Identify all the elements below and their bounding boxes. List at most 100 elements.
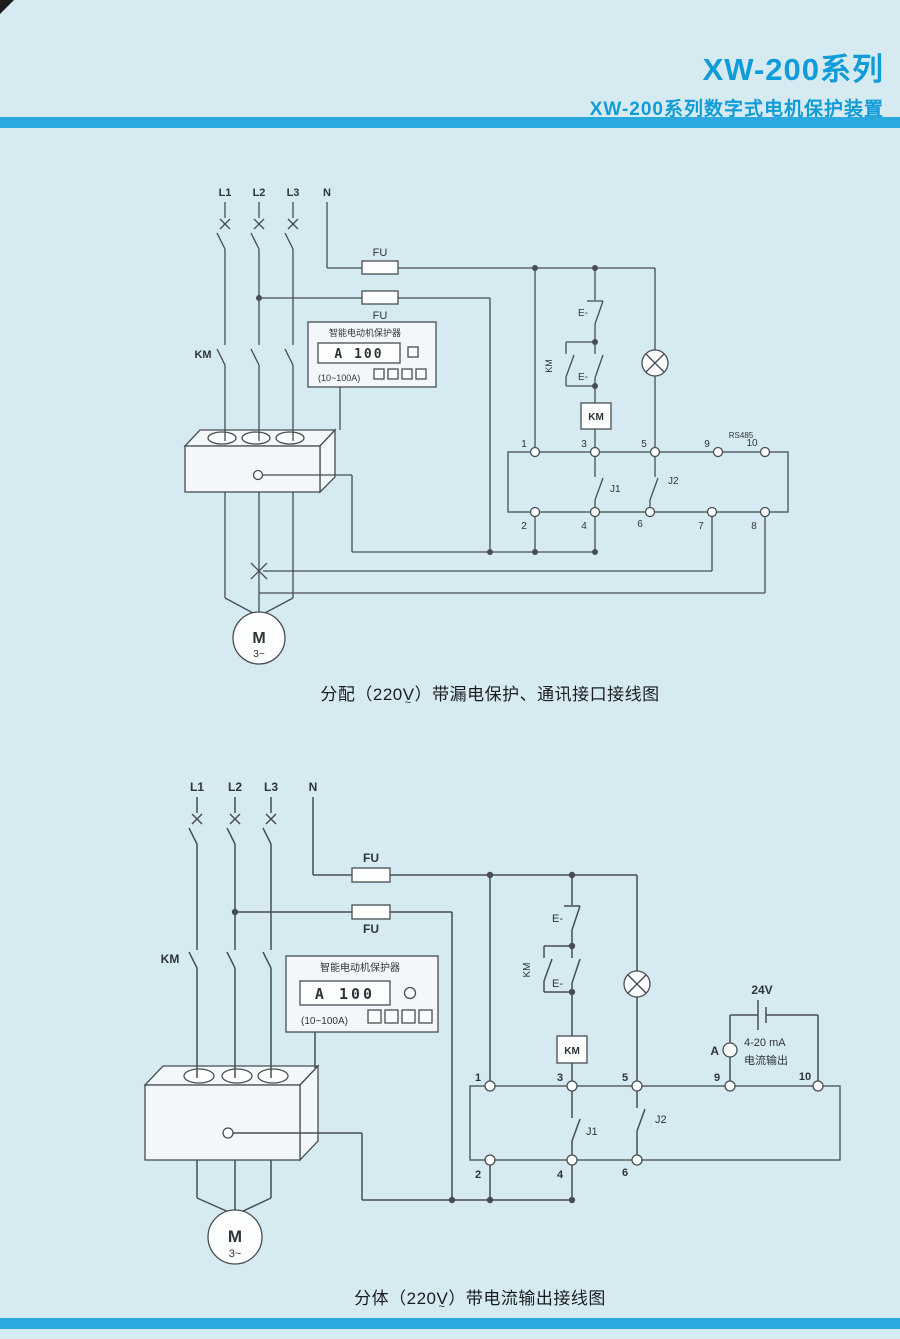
lamp-icon — [623, 970, 651, 998]
terminal — [484, 1080, 496, 1092]
terminal-number: 2 — [475, 1169, 481, 1181]
terminal — [812, 1080, 824, 1092]
motor-letter: M — [228, 1227, 242, 1246]
device-key — [418, 1009, 433, 1024]
device-key — [384, 1009, 399, 1024]
fuse-symbol — [351, 904, 391, 920]
ac-tilde: ~ — [438, 1301, 446, 1313]
protection-device — [307, 321, 437, 388]
device-indicator — [407, 346, 419, 358]
motor-symbol — [232, 611, 286, 665]
device-key — [387, 368, 399, 380]
device-display — [299, 980, 391, 1006]
footer-bar — [0, 1318, 900, 1329]
coil-label: KM — [564, 1046, 580, 1057]
device-key — [401, 1009, 416, 1024]
fuse-label: FU — [373, 310, 388, 322]
device-range: (10~100A) — [301, 1016, 348, 1027]
diagram-current-output: L1 L2 L3 N FU FU KM 智能电动机保护器 A 100 (10~1… — [143, 780, 841, 1265]
terminal-number: 9 — [714, 1072, 720, 1084]
current-transformer-block — [143, 1064, 320, 1162]
device-key — [401, 368, 413, 380]
terminal — [566, 1080, 578, 1092]
rs485-label: RS485 — [729, 431, 754, 440]
diagram-top-caption: 分配（220V~）带漏电保护、通讯接口接线图 — [40, 680, 900, 709]
neutral-label: N — [309, 780, 318, 794]
terminal — [759, 506, 771, 518]
supply-label: 24V — [751, 983, 772, 997]
ct-hole-icon — [257, 1068, 289, 1084]
fuse-label: FU — [363, 922, 379, 936]
wires — [216, 202, 766, 615]
terminal-number: 9 — [704, 439, 710, 450]
page-header: XW-200系列 XW-200系列数字式电机保护装置 — [0, 44, 884, 121]
device-title: 智能电动机保护器 — [329, 327, 401, 338]
terminal-number: 1 — [475, 1072, 481, 1084]
terminal — [649, 446, 661, 458]
contactor-coil — [580, 402, 612, 430]
terminal-strip — [469, 1085, 841, 1161]
contactor-coil — [556, 1035, 588, 1064]
relay-label: J2 — [655, 1114, 667, 1126]
output-label: 电流输出 — [744, 1053, 788, 1067]
terminal-number: 6 — [622, 1167, 628, 1179]
terminal — [566, 1154, 578, 1166]
terminal — [589, 506, 601, 518]
series-subtitle: XW-200系列数字式电机保护装置 — [589, 99, 884, 120]
fuse-symbol — [361, 260, 399, 275]
start-button-label: E- — [578, 372, 588, 383]
aux-contact-label: KM — [522, 963, 533, 978]
terminal — [706, 506, 718, 518]
ct-terminal — [252, 469, 264, 481]
device-key — [415, 368, 427, 380]
page-corner-mark — [0, 0, 14, 14]
device-key — [367, 1009, 382, 1024]
terminal-number: 10 — [746, 438, 758, 449]
output-label: 4-20 mA — [744, 1037, 786, 1049]
device-indicator — [403, 986, 417, 1000]
terminal — [644, 506, 656, 518]
terminal-number: 1 — [521, 439, 527, 450]
series-title: XW-200系列 — [702, 52, 884, 87]
terminal-number: 3 — [557, 1072, 563, 1084]
terminal-number: 4 — [557, 1169, 564, 1181]
phase-label: L3 — [264, 780, 278, 794]
stop-button-label: E- — [552, 913, 563, 925]
terminal-number: 4 — [581, 521, 587, 532]
start-button-label: E- — [552, 978, 563, 990]
caption-voltage: V~ — [436, 1289, 449, 1313]
terminal — [724, 1080, 736, 1092]
diagram-bottom-caption: 分体（220V~）带电流输出接线图 — [30, 1284, 900, 1313]
ct-hole-icon — [241, 431, 271, 445]
device-key — [373, 368, 385, 380]
relay-label: J2 — [668, 476, 679, 487]
phase-label: L3 — [287, 187, 300, 199]
contactor-label: KM — [161, 952, 180, 966]
aux-contact-label: KM — [544, 359, 554, 373]
phase-label: L1 — [190, 780, 204, 794]
terminal-number: 5 — [622, 1072, 628, 1084]
terminal-strip — [507, 451, 789, 513]
ct-hole-icon — [183, 1068, 215, 1084]
terminal — [484, 1154, 496, 1166]
ct-hole-icon — [275, 431, 305, 445]
caption-text-suffix: ）带电流输出接线图 — [448, 1289, 606, 1308]
contactor-label: KM — [194, 349, 211, 361]
caption-text-prefix: 分配（220 — [320, 685, 403, 704]
device-display-value: A 100 — [315, 985, 375, 1003]
terminal-number: 10 — [799, 1071, 811, 1083]
terminal-number: 5 — [641, 439, 647, 450]
terminal-number: 6 — [637, 519, 643, 530]
corner-triangle — [0, 0, 14, 14]
coil-label: KM — [588, 412, 604, 423]
phase-label: L2 — [228, 780, 242, 794]
terminal — [759, 446, 771, 458]
terminal — [631, 1080, 643, 1092]
fuse-symbol — [361, 290, 399, 305]
motor-phase: 3~ — [229, 1248, 242, 1260]
terminal — [712, 446, 724, 458]
terminal-number: 2 — [521, 521, 527, 532]
caption-text-prefix: 分体（220 — [354, 1289, 437, 1308]
